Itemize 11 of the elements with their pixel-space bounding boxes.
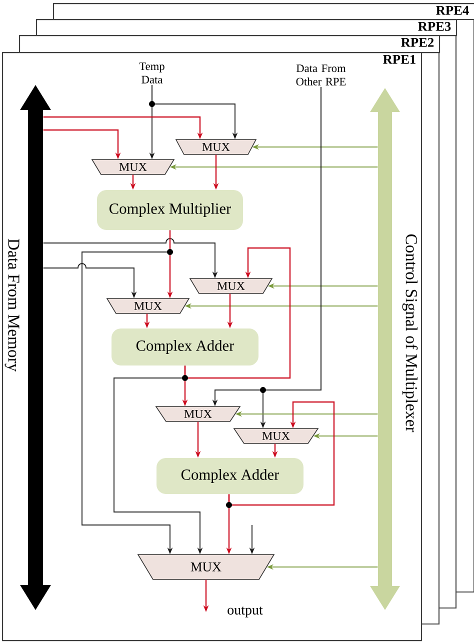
signal-label: Data From Other RPE xyxy=(296,64,346,86)
panel: RPE2 xyxy=(19,35,440,54)
process-box: Complex Adder xyxy=(112,328,258,366)
signal-label: output xyxy=(228,606,263,618)
node-label: Control Signal of Multiplexer xyxy=(402,234,418,432)
panel: RPE4 xyxy=(53,3,474,20)
process-box: Complex Adder xyxy=(156,458,304,494)
panel: RPE3 xyxy=(36,19,458,36)
process-box: Complex Multiplier xyxy=(97,190,243,230)
node-label: Data From Memory xyxy=(4,238,20,372)
signal-label: Temp Data xyxy=(139,62,164,84)
